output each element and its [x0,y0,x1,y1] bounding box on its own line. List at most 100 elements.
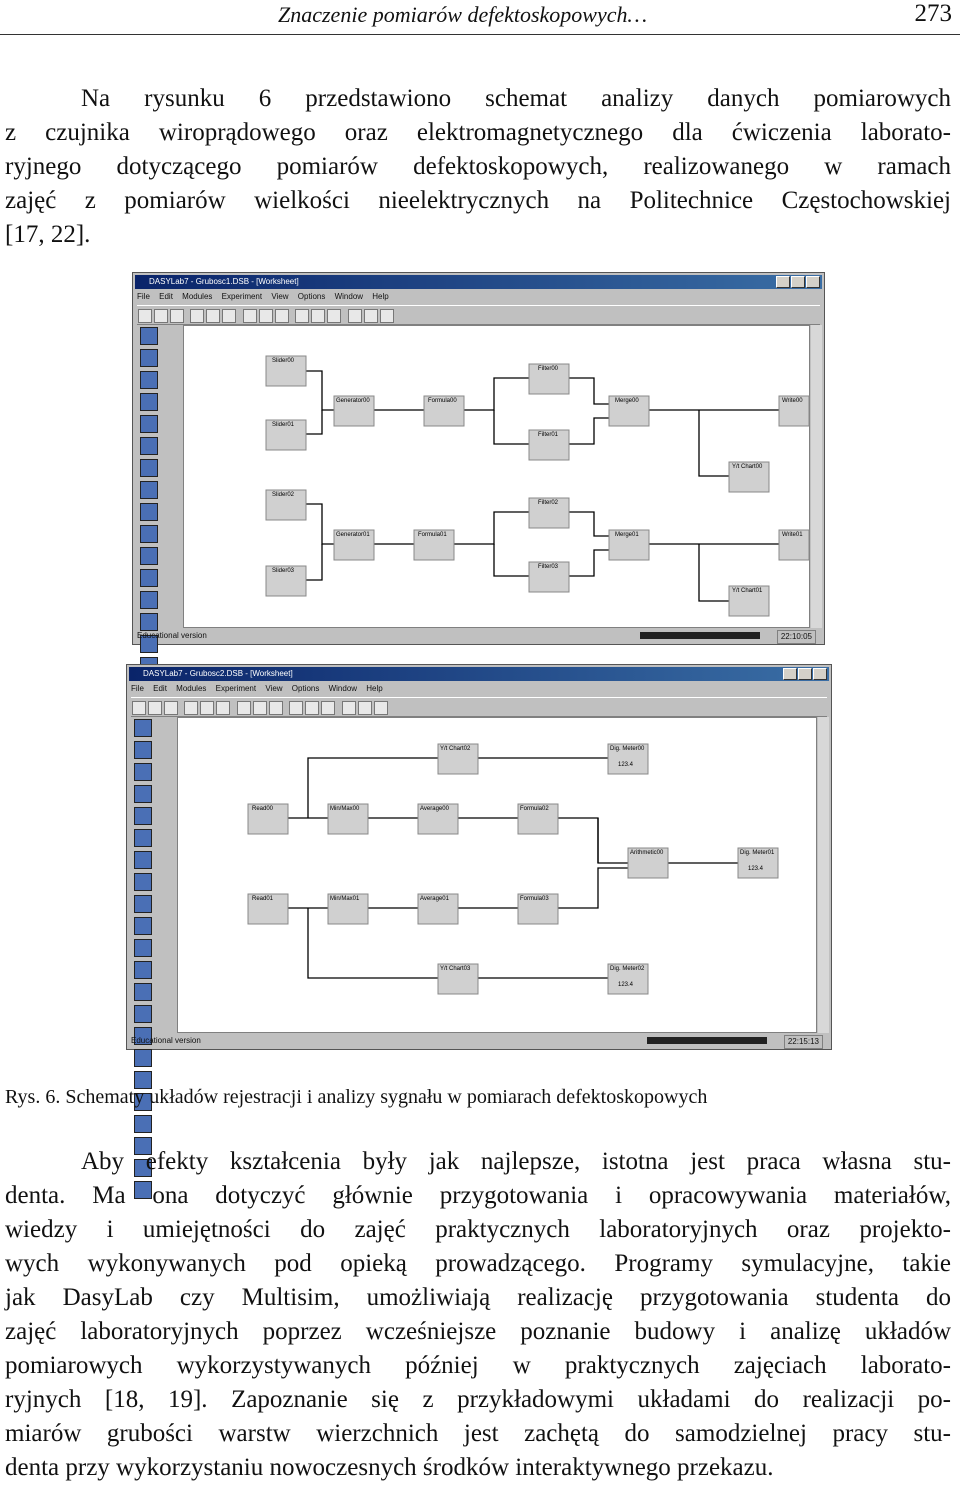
module-icon[interactable] [140,525,158,543]
module-icon[interactable] [134,939,152,957]
maximize-icon[interactable] [798,668,812,680]
copy-icon[interactable] [305,701,320,715]
tool-icon[interactable] [252,701,267,715]
tool-icon[interactable] [357,701,372,715]
minimize-icon[interactable] [783,668,797,680]
module-icon[interactable] [140,459,158,477]
play-icon[interactable] [138,309,152,323]
module-icon[interactable] [134,1071,152,1089]
merge01-module[interactable]: Merge01 [608,529,650,561]
close-icon[interactable] [813,668,827,680]
close-icon[interactable] [806,276,820,288]
help-icon[interactable] [379,309,394,323]
ytchart03-module[interactable]: Y/t Chart03 [437,963,479,995]
menu-file[interactable]: File [131,684,144,693]
paste-icon[interactable] [327,309,342,323]
pause-icon[interactable] [148,701,162,715]
average00-module[interactable]: Average00 [417,803,459,835]
module-icon[interactable] [140,349,158,367]
module-icon[interactable] [140,547,158,565]
ytchart02-module[interactable]: Y/t Chart02 [437,743,479,775]
module-icon[interactable] [134,961,152,979]
menu-view[interactable]: View [271,292,289,301]
module-icon[interactable] [140,635,158,653]
module-icon[interactable] [140,415,158,433]
slider03-module[interactable]: Slider03 [265,565,307,597]
menu-window[interactable]: Window [328,684,358,693]
module-icon[interactable] [134,873,152,891]
menu-window[interactable]: Window [334,292,364,301]
menu-help[interactable]: Help [366,684,383,693]
paste-icon[interactable] [321,701,336,715]
vertical-scrollbar[interactable] [811,325,822,628]
module-icon[interactable] [140,613,158,631]
module-icon[interactable] [134,1027,152,1045]
module-icon[interactable] [134,785,152,803]
open-file-icon[interactable] [206,309,221,323]
menu-experiment[interactable]: Experiment [221,292,263,301]
minimize-icon[interactable] [776,276,790,288]
menu-modules[interactable]: Modules [176,684,207,693]
module-icon[interactable] [134,917,152,935]
ytchart01-module[interactable]: Y/t Chart01 [728,585,770,617]
module-icon[interactable] [140,591,158,609]
save-icon[interactable] [216,701,231,715]
stop-icon[interactable] [170,309,184,323]
write01-module[interactable]: Write01 [778,529,810,561]
new-file-icon[interactable] [184,701,199,715]
module-icon[interactable] [134,1049,152,1067]
formula03-module[interactable]: Formula03 [517,893,559,925]
module-icon[interactable] [140,327,158,345]
read00-module[interactable]: Read00 [247,803,289,835]
generator00-module[interactable]: Generator00 [333,395,375,427]
copy-icon[interactable] [311,309,326,323]
worksheet-canvas[interactable]: Read00 Read01 Min/Max00 Min/Max01 Averag… [177,717,817,1033]
formula00-module[interactable]: Formula00 [423,395,465,427]
slider01-module[interactable]: Slider01 [265,419,307,451]
minmax01-module[interactable]: Min/Max01 [327,893,369,925]
module-icon[interactable] [134,1093,152,1111]
module-icon[interactable] [134,719,152,737]
slider02-module[interactable]: Slider02 [265,489,307,521]
open-file-icon[interactable] [200,701,215,715]
menu-modules[interactable]: Modules [182,292,213,301]
menu-view[interactable]: View [265,684,283,693]
read01-module[interactable]: Read01 [247,893,289,925]
cut-icon[interactable] [289,701,304,715]
tool-icon[interactable] [258,309,273,323]
help-icon[interactable] [373,701,388,715]
menu-options[interactable]: Options [291,684,320,693]
module-icon[interactable] [140,437,158,455]
filter02-module[interactable]: Filter02 [528,497,570,529]
module-icon[interactable] [134,1137,152,1155]
tool-icon[interactable] [268,701,283,715]
tool-icon[interactable] [347,309,362,323]
module-icon[interactable] [134,1005,152,1023]
menu-file[interactable]: File [137,292,150,301]
average01-module[interactable]: Average01 [417,893,459,925]
merge00-module[interactable]: Merge00 [608,395,650,427]
module-icon[interactable] [140,393,158,411]
cut-icon[interactable] [295,309,310,323]
play-icon[interactable] [132,701,146,715]
module-icon[interactable] [134,1159,152,1177]
module-icon[interactable] [140,503,158,521]
tool-icon[interactable] [341,701,356,715]
ytchart00-module[interactable]: Y/t Chart00 [728,461,770,493]
formula01-module[interactable]: Formula01 [413,529,455,561]
filter03-module[interactable]: Filter03 [528,561,570,593]
module-icon[interactable] [134,983,152,1001]
generator01-module[interactable]: Generator01 [333,529,375,561]
module-icon[interactable] [134,807,152,825]
module-icon[interactable] [134,1115,152,1133]
menu-help[interactable]: Help [372,292,389,301]
pause-icon[interactable] [154,309,168,323]
module-icon[interactable] [140,371,158,389]
module-icon[interactable] [134,895,152,913]
module-icon[interactable] [134,851,152,869]
minmax00-module[interactable]: Min/Max00 [327,803,369,835]
module-icon[interactable] [140,569,158,587]
